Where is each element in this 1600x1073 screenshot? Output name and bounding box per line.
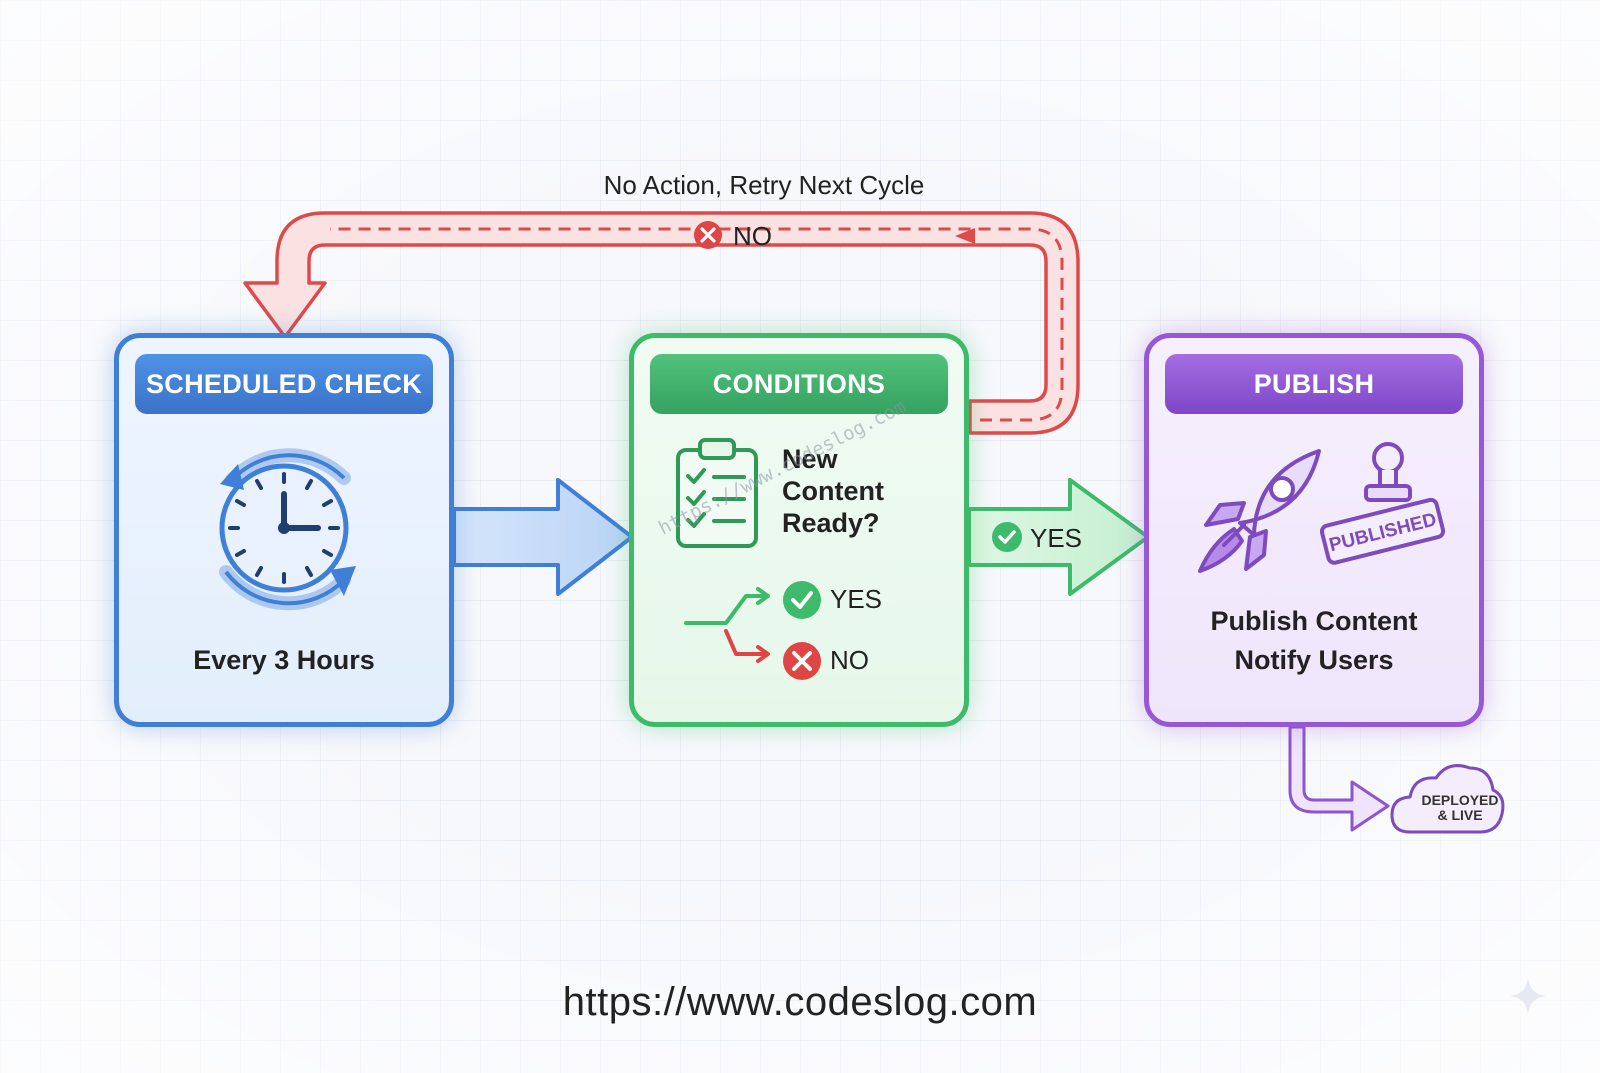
feedback-loop-arrow: [243, 211, 1080, 435]
sparkle-icon: [1510, 978, 1546, 1014]
feedback-loop-dashed-line: [330, 227, 1064, 422]
question-line-1: New: [782, 444, 838, 474]
condition-yes-label: YES: [830, 584, 883, 614]
scheduled-check-header: SCHEDULED CHECK: [135, 354, 433, 414]
clipboard-checklist-icon: [676, 438, 758, 548]
yes-arrow-label: YES: [1030, 523, 1083, 553]
publish-actions: Publish Content Notify Users: [1149, 602, 1479, 680]
schedule-interval-text: Every 3 Hours: [193, 645, 375, 675]
deployed-label: DEPLOYED & LIVE: [1410, 792, 1510, 824]
conditions-to-publish-arrow: [967, 478, 1150, 596]
publish-line-1: Publish Content: [1210, 606, 1418, 636]
rocket-icon: [1198, 449, 1321, 573]
no-cross-icon: [694, 221, 722, 249]
publish-node: PUBLISH PUBLISHED Publish Content Notify…: [1144, 333, 1484, 727]
conditions-header: CONDITIONS: [650, 354, 948, 414]
deployed-line-1: DEPLOYED: [1421, 792, 1499, 808]
question-line-2: Content: [782, 475, 884, 506]
condition-question: New Content Ready?: [782, 444, 884, 540]
publish-to-deployed-arrow: [1288, 725, 1390, 832]
question-line-3: Ready?: [782, 507, 880, 538]
conditions-node: CONDITIONS New Content Ready? YES NO: [629, 333, 969, 727]
deployed-line-2: & LIVE: [1437, 807, 1483, 824]
no-cross-icon: [783, 642, 821, 680]
scheduled-to-conditions-arrow: [452, 478, 634, 596]
yes-check-icon: [783, 581, 821, 619]
condition-no-label: NO: [830, 645, 869, 675]
site-url: https://www.codeslog.com: [562, 980, 1038, 1024]
feedback-loop-label: No Action, Retry Next Cycle: [603, 170, 925, 200]
scheduled-check-node: SCHEDULED CHECK Every 3 Hours: [114, 333, 454, 727]
stamp-icon: PUBLISHED: [1319, 442, 1446, 565]
branch-icon: [684, 587, 770, 663]
feedback-no-label: NO: [733, 221, 772, 251]
publish-header: PUBLISH: [1165, 354, 1463, 414]
yes-check-icon: [992, 522, 1022, 552]
clock-refresh-icon: [219, 448, 356, 611]
cloud-icon: [1390, 764, 1505, 834]
feedback-arrowhead-small: [955, 228, 975, 244]
publish-line-2: Notify Users: [1234, 645, 1394, 676]
